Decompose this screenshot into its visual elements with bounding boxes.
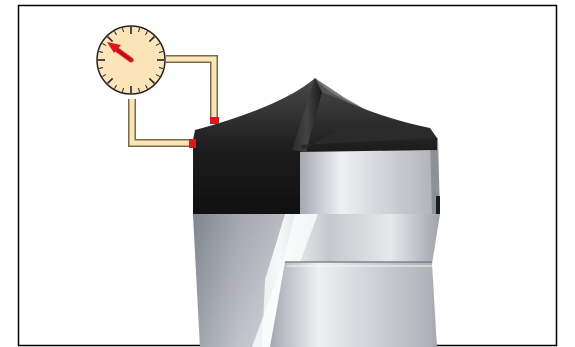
pressure-gauge-icon (97, 26, 165, 94)
side-port-lower (189, 139, 196, 148)
drill-body (193, 214, 440, 347)
tip-port-upper (210, 117, 219, 124)
